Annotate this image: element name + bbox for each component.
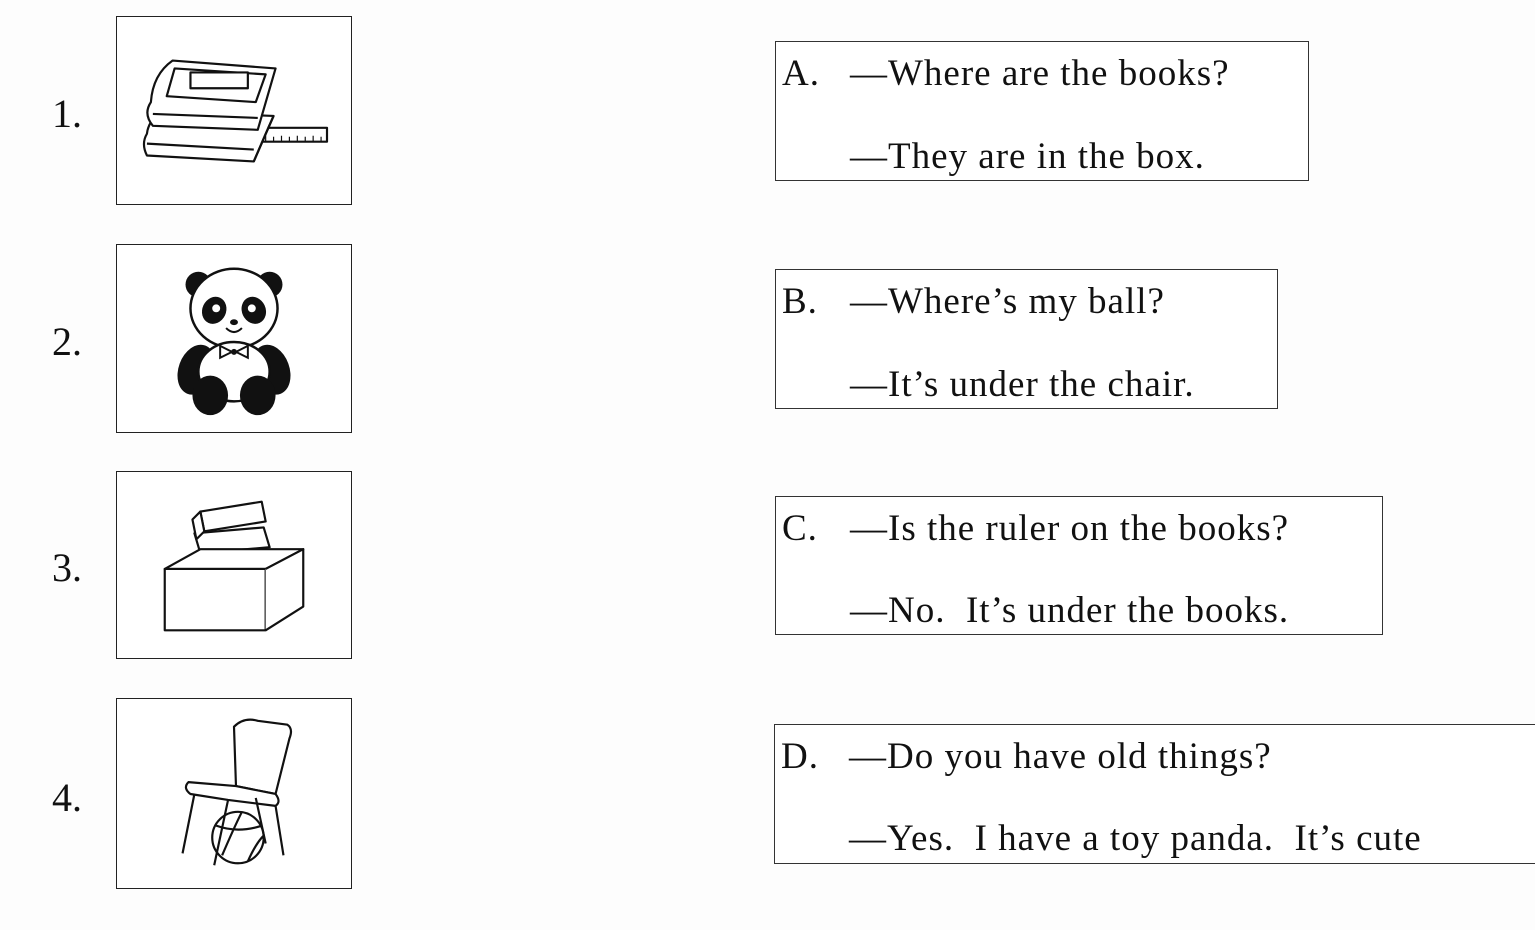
option-d-question: D.—Do you have old things? [781, 736, 1272, 777]
books-in-box-icon [163, 500, 305, 632]
option-b-letter: B. [782, 281, 818, 322]
picture-4 [116, 698, 352, 889]
books-with-ruler-icon [142, 59, 329, 163]
item-number-4: 4. [52, 775, 82, 820]
option-c-answer: —No. It’s under the books. [850, 590, 1290, 631]
option-c-question: C.—Is the ruler on the books? [782, 508, 1290, 549]
picture-1 [116, 16, 352, 205]
option-b: B.—Where’s my ball? —It’s under the chai… [775, 269, 1278, 409]
option-d-answer: —Yes. I have a toy panda. It’s cute [849, 818, 1422, 859]
option-b-question: B.—Where’s my ball? [782, 281, 1165, 322]
option-a: A.—Where are the books? —They are in the… [775, 41, 1309, 181]
picture-2 [116, 244, 352, 433]
option-a-letter: A. [782, 53, 820, 94]
picture-3 [116, 471, 352, 659]
item-number-1: 1. [52, 91, 82, 136]
option-c: C.—Is the ruler on the books? —No. It’s … [775, 496, 1383, 635]
option-c-letter: C. [782, 508, 818, 549]
option-d-letter: D. [781, 736, 819, 777]
item-number-3: 3. [52, 545, 82, 590]
item-number-2: 2. [52, 319, 82, 364]
toy-panda-icon [177, 267, 291, 416]
option-d: D.—Do you have old things? —Yes. I have … [774, 724, 1535, 864]
option-a-question: A.—Where are the books? [782, 53, 1230, 94]
ball-under-chair-icon [181, 718, 293, 866]
option-b-answer: —It’s under the chair. [850, 364, 1195, 405]
option-a-answer: —They are in the box. [850, 136, 1205, 177]
